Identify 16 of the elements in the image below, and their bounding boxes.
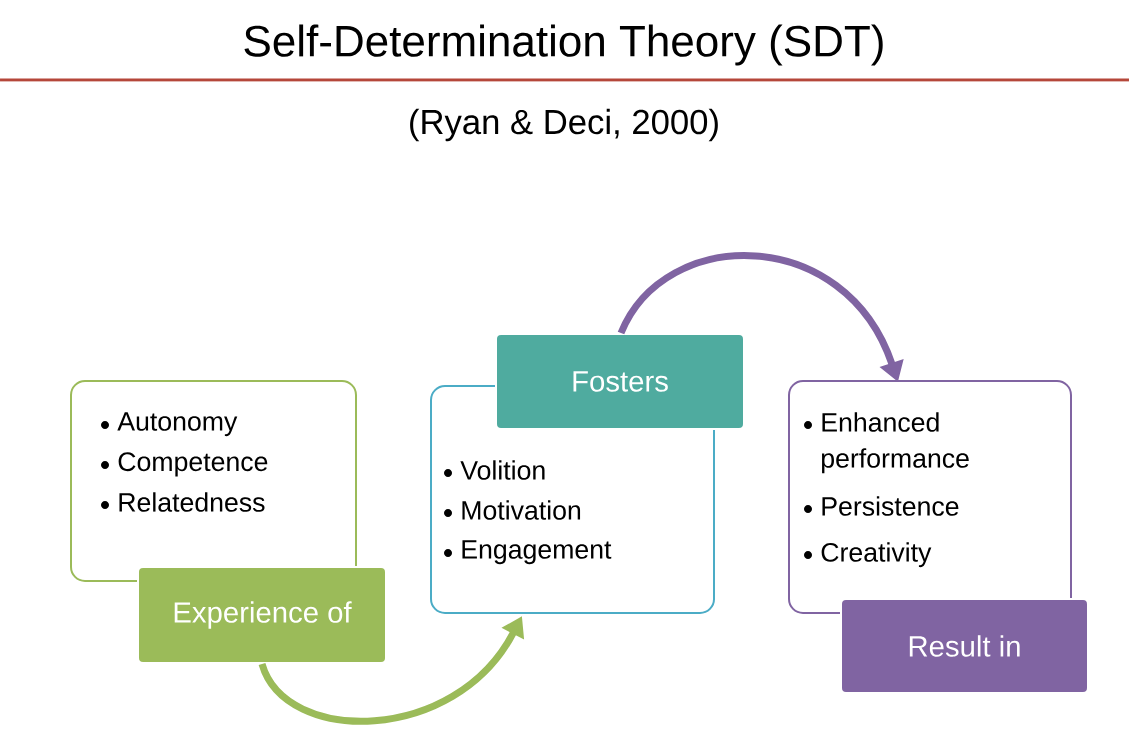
list-box <box>70 380 357 582</box>
list-box <box>788 380 1072 614</box>
bullet-item: Relatedness <box>101 492 265 512</box>
bullet-item: Persistence <box>804 496 959 516</box>
bullet-item: Volition <box>444 460 545 480</box>
bullet-item: Enhanced performance <box>804 412 969 474</box>
bullet-item: Competence <box>101 452 268 477</box>
title: Self-Determination Theory (SDT) <box>244 24 883 66</box>
label-box: Result in <box>840 598 1089 694</box>
bullet-item: Autonomy <box>101 412 238 437</box>
bullet-item: Creativity <box>804 542 932 568</box>
subtitle: (Ryan & Deci, 2000) <box>410 108 718 142</box>
label-box: Fosters <box>495 333 745 430</box>
bullet-item: Motivation <box>444 500 581 520</box>
bullet-item: Engagement <box>444 540 612 565</box>
label-box: Experience of <box>137 566 387 664</box>
